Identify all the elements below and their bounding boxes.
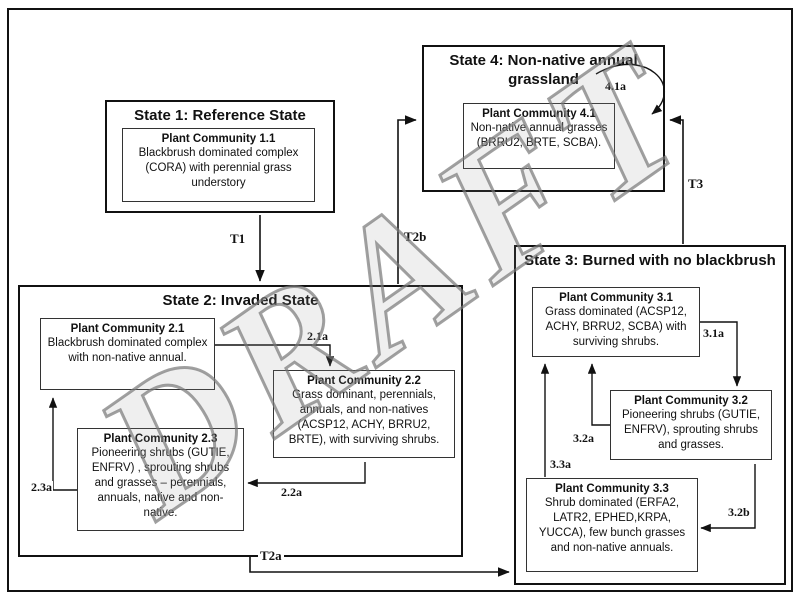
state-4-title: State 4: Non-native annual grassland [449, 52, 638, 88]
state-2-title: State 2: Invaded State [162, 292, 319, 309]
plant-community-3-1-body: Grass dominated (ACSP12, ACHY, BRRU2, SC… [545, 306, 687, 349]
plant-community-3-3-box: Plant Community 3.3 Shrub dominated (ERF… [526, 478, 698, 572]
state-4-box: State 4: Non-native annual grassland Pla… [422, 45, 665, 192]
plant-community-2-3-body: Pioneering shrubs (GUTIE, ENFRV) , sprou… [91, 447, 230, 520]
pathway-label-2-2a: 2.2a [280, 485, 303, 500]
state-3-title: State 3: Burned with no blackbrush [524, 252, 776, 269]
plant-community-2-1-title: Plant Community 2.1 [70, 323, 185, 335]
plant-community-2-2-box: Plant Community 2.2 Grass dominant, pere… [273, 370, 455, 458]
pathway-label-4-1a: 4.1a [605, 79, 626, 93]
plant-community-3-2-title: Plant Community 3.2 [634, 395, 748, 407]
plant-community-2-1-box: Plant Community 2.1 Blackbrush dominated… [40, 318, 215, 390]
transition-label-t2a: T2a [258, 548, 284, 564]
pathway-label-3-2b: 3.2b [727, 505, 751, 520]
plant-community-4-1-title: Plant Community 4.1 [482, 108, 596, 120]
state-1-box: State 1: Reference State Plant Community… [105, 100, 335, 213]
plant-community-3-3-body: Shrub dominated (ERFA2, LATR2, EPHED,KRP… [538, 497, 686, 555]
pathway-label-2-3a: 2.3a [30, 480, 53, 495]
plant-community-3-3-title: Plant Community 3.3 [555, 483, 669, 495]
outer-frame [7, 8, 793, 592]
pathway-label-3-3a: 3.3a [549, 457, 572, 472]
plant-community-2-3-title: Plant Community 2.3 [103, 433, 218, 445]
plant-community-2-1-body: Blackbrush dominated complex with non-na… [47, 337, 208, 365]
plant-community-2-2-title: Plant Community 2.2 [307, 375, 421, 387]
plant-community-1-1-title: Plant Community 1.1 [161, 133, 276, 145]
pathway-label-3-2a: 3.2a [572, 431, 595, 446]
state-1-title: State 1: Reference State [134, 107, 306, 124]
transition-label-t1: T1 [228, 231, 248, 247]
plant-community-3-1-box: Plant Community 3.1 Grass dominated (ACS… [532, 287, 700, 357]
plant-community-3-2-box: Plant Community 3.2 Pioneering shrubs (G… [610, 390, 772, 460]
plant-community-4-1-body: Non-native annual grasses (BRRU2, BRTE, … [470, 122, 608, 150]
pathway-label-3-1a: 3.1a [702, 326, 725, 341]
state-3-box: State 3: Burned with no blackbrush Plant… [514, 245, 786, 585]
plant-community-3-1-title: Plant Community 3.1 [559, 292, 673, 304]
pathway-label-2-1a: 2.1a [306, 329, 329, 344]
plant-community-4-1-box: Plant Community 4.1 Non-native annual gr… [463, 103, 615, 169]
transition-label-t2b: T2b [402, 229, 429, 245]
plant-community-2-2-body: Grass dominant, perennials, annuals, and… [288, 389, 440, 447]
transition-label-t3: T3 [686, 176, 706, 192]
plant-community-1-1-body: Blackbrush dominated complex (CORA) with… [138, 147, 299, 190]
state-2-box: State 2: Invaded State Plant Community 2… [18, 285, 463, 557]
plant-community-2-3-box: Plant Community 2.3 Pioneering shrubs (G… [77, 428, 244, 531]
plant-community-1-1-box: Plant Community 1.1 Blackbrush dominated… [122, 128, 315, 202]
plant-community-3-2-body: Pioneering shrubs (GUTIE, ENFRV), sprout… [621, 409, 761, 452]
